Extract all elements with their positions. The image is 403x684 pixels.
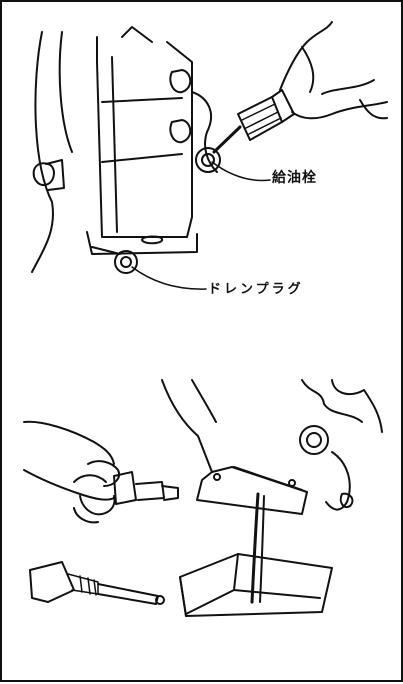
hand-outline [279,21,333,91]
engine-block [96,36,193,238]
drain-leader-line [131,266,207,290]
drain-plug-label: ドレンプラグ [208,282,304,297]
filler-leader-line [211,161,271,182]
filler-plug-label: 給油栓 [272,170,317,186]
engine-outline [31,31,54,273]
